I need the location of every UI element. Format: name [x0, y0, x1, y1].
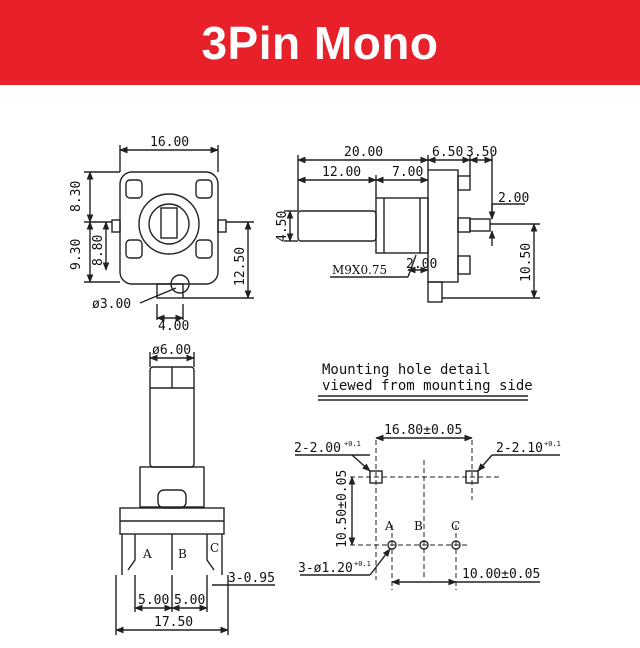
bottom-pin-spec-label: 3-0.95	[228, 571, 275, 586]
mounting-title-line2: viewed from mounting side	[322, 378, 533, 394]
mounting-title-line1: Mounting hole detail	[322, 362, 491, 378]
front-inner-height-label: 8.80	[91, 235, 106, 266]
bottom-shaft-dia-label: ø6.00	[152, 343, 191, 358]
side-front-shaft-label: 12.00	[322, 165, 361, 180]
side-view-labels: 20.00 12.00 7.00 6.50 3.50 4.50 M9X0.75 …	[275, 145, 534, 282]
mounting-left-hole-label: 2-2.00	[294, 441, 341, 456]
bottom-pin-c	[206, 534, 215, 571]
side-pin-width-label: 2.00	[406, 257, 437, 272]
bottom-pin-label-a: A	[142, 547, 152, 561]
bottom-pin-label-b: B	[178, 547, 187, 561]
side-body-b-label: 3.50	[466, 145, 497, 160]
mounting-pin-label-b: B	[414, 519, 423, 533]
front-corner-bl	[125, 239, 143, 259]
mounting-detail	[295, 395, 560, 590]
side-shaft	[297, 210, 377, 242]
front-left-tab	[111, 219, 121, 233]
bottom-pin-a	[127, 534, 136, 571]
front-bottom-tab	[156, 283, 184, 299]
banner-title: 3Pin Mono	[201, 16, 439, 69]
front-top-height-label: 8.30	[69, 181, 84, 212]
front-corner-br	[195, 239, 213, 259]
front-right-height-label: 12.50	[233, 247, 248, 286]
front-hole	[170, 274, 190, 294]
mounting-right-hole-label: 2-2.10	[496, 441, 543, 456]
bottom-pitch-a-label: 5.00	[138, 593, 169, 608]
front-outer-ring	[138, 193, 200, 255]
mounting-pin-label-c: C	[451, 519, 460, 533]
mounting-pin-hole-tol: +0.1	[354, 560, 371, 568]
side-shaft-dia-label: 4.50	[275, 211, 290, 242]
mounting-labels: Mounting hole detail viewed from mountin…	[294, 362, 561, 582]
mounting-pin-label-a: A	[384, 519, 394, 533]
side-pin-length-label: 2.00	[498, 191, 529, 206]
front-mid-height-label: 9.30	[69, 239, 84, 270]
front-shaft-circle	[148, 203, 190, 245]
mounting-right-hole-tol: +0.1	[544, 440, 561, 448]
front-width-label: 16.00	[150, 135, 189, 150]
front-shaft-slot	[160, 207, 178, 239]
bottom-view	[115, 352, 275, 635]
side-mid-label: 7.00	[392, 165, 423, 180]
bottom-width-label: 17.50	[154, 615, 193, 630]
bottom-pin-label-c: C	[210, 541, 219, 555]
mounting-spacing-label: 16.80±0.05	[384, 423, 462, 438]
side-view	[284, 155, 540, 303]
bottom-bushing	[139, 466, 205, 508]
side-total-length-label: 20.00	[344, 145, 383, 160]
bottom-pitch-b-label: 5.00	[174, 593, 205, 608]
mounting-pin-span-label: 10.00±0.05	[462, 567, 540, 582]
bottom-view-labels: ø6.00 A B C 3-0.95 5.00 5.00 17.50	[138, 343, 275, 630]
front-tab-label: 4.00	[158, 319, 189, 334]
side-body-a-label: 6.50	[432, 145, 463, 160]
mounting-pin-hole-label: 3-ø1.20	[298, 561, 353, 576]
technical-drawing: 16.00 8.30 9.30 8.80 12.50 ø3.00 4.00 20…	[69, 135, 561, 635]
front-body-outline	[119, 171, 219, 285]
side-pin-bottom	[457, 255, 471, 275]
side-thread-label: M9X0.75	[332, 263, 387, 277]
side-height-label: 10.50	[519, 243, 534, 282]
front-view-labels: 16.00 8.30 9.30 8.80 12.50 ø3.00 4.00	[69, 135, 248, 334]
side-pin-mid	[457, 217, 471, 233]
title-banner: 3Pin Mono	[0, 0, 640, 85]
side-lead	[469, 218, 491, 232]
side-pin-top	[457, 175, 471, 191]
side-foot	[427, 281, 443, 303]
mounting-left-hole-tol: +0.1	[344, 440, 361, 448]
front-right-tab	[217, 219, 227, 233]
front-corner-tr	[195, 179, 213, 199]
front-corner-tl	[125, 179, 143, 199]
bottom-nub	[157, 489, 187, 509]
mounting-vertical-label: 10.50±0.05	[335, 470, 350, 548]
front-view	[84, 145, 254, 322]
front-hole-label: ø3.00	[92, 297, 131, 312]
